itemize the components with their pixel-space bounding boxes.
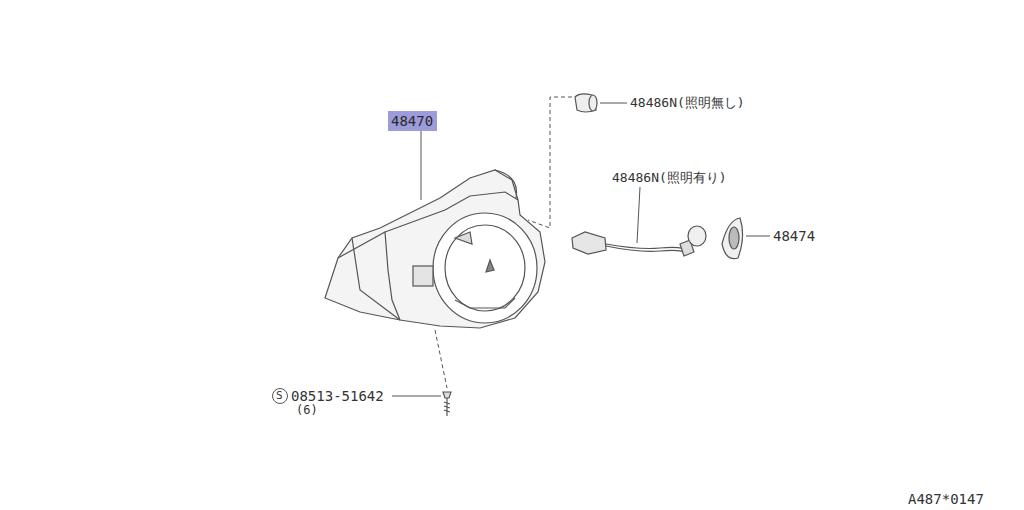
part-number: 48486N(照明有り) <box>612 171 727 184</box>
highlight-box: 48470 <box>388 111 437 131</box>
bulb-socket-ring <box>722 218 743 259</box>
part-number: 48474 <box>773 229 815 243</box>
assembly-line <box>435 97 572 388</box>
leader-line <box>600 103 627 104</box>
figure-code: A487*0147 <box>908 492 984 506</box>
standard-mark: S <box>276 390 283 401</box>
bulb-harness <box>572 226 706 256</box>
leader-line <box>392 396 441 397</box>
leader-line <box>421 131 422 200</box>
standard-part-mark <box>273 389 288 404</box>
part-number: 48486N(照明無し) <box>630 96 745 109</box>
cap-part <box>575 94 597 112</box>
housing-drawing <box>325 170 545 328</box>
leader-line <box>637 187 640 243</box>
screw-part <box>443 392 451 416</box>
part-number: 48470 <box>391 114 434 128</box>
leader-line <box>746 236 770 237</box>
part-number: 08513-51642 <box>291 389 384 403</box>
quantity: (6) <box>296 404 318 416</box>
